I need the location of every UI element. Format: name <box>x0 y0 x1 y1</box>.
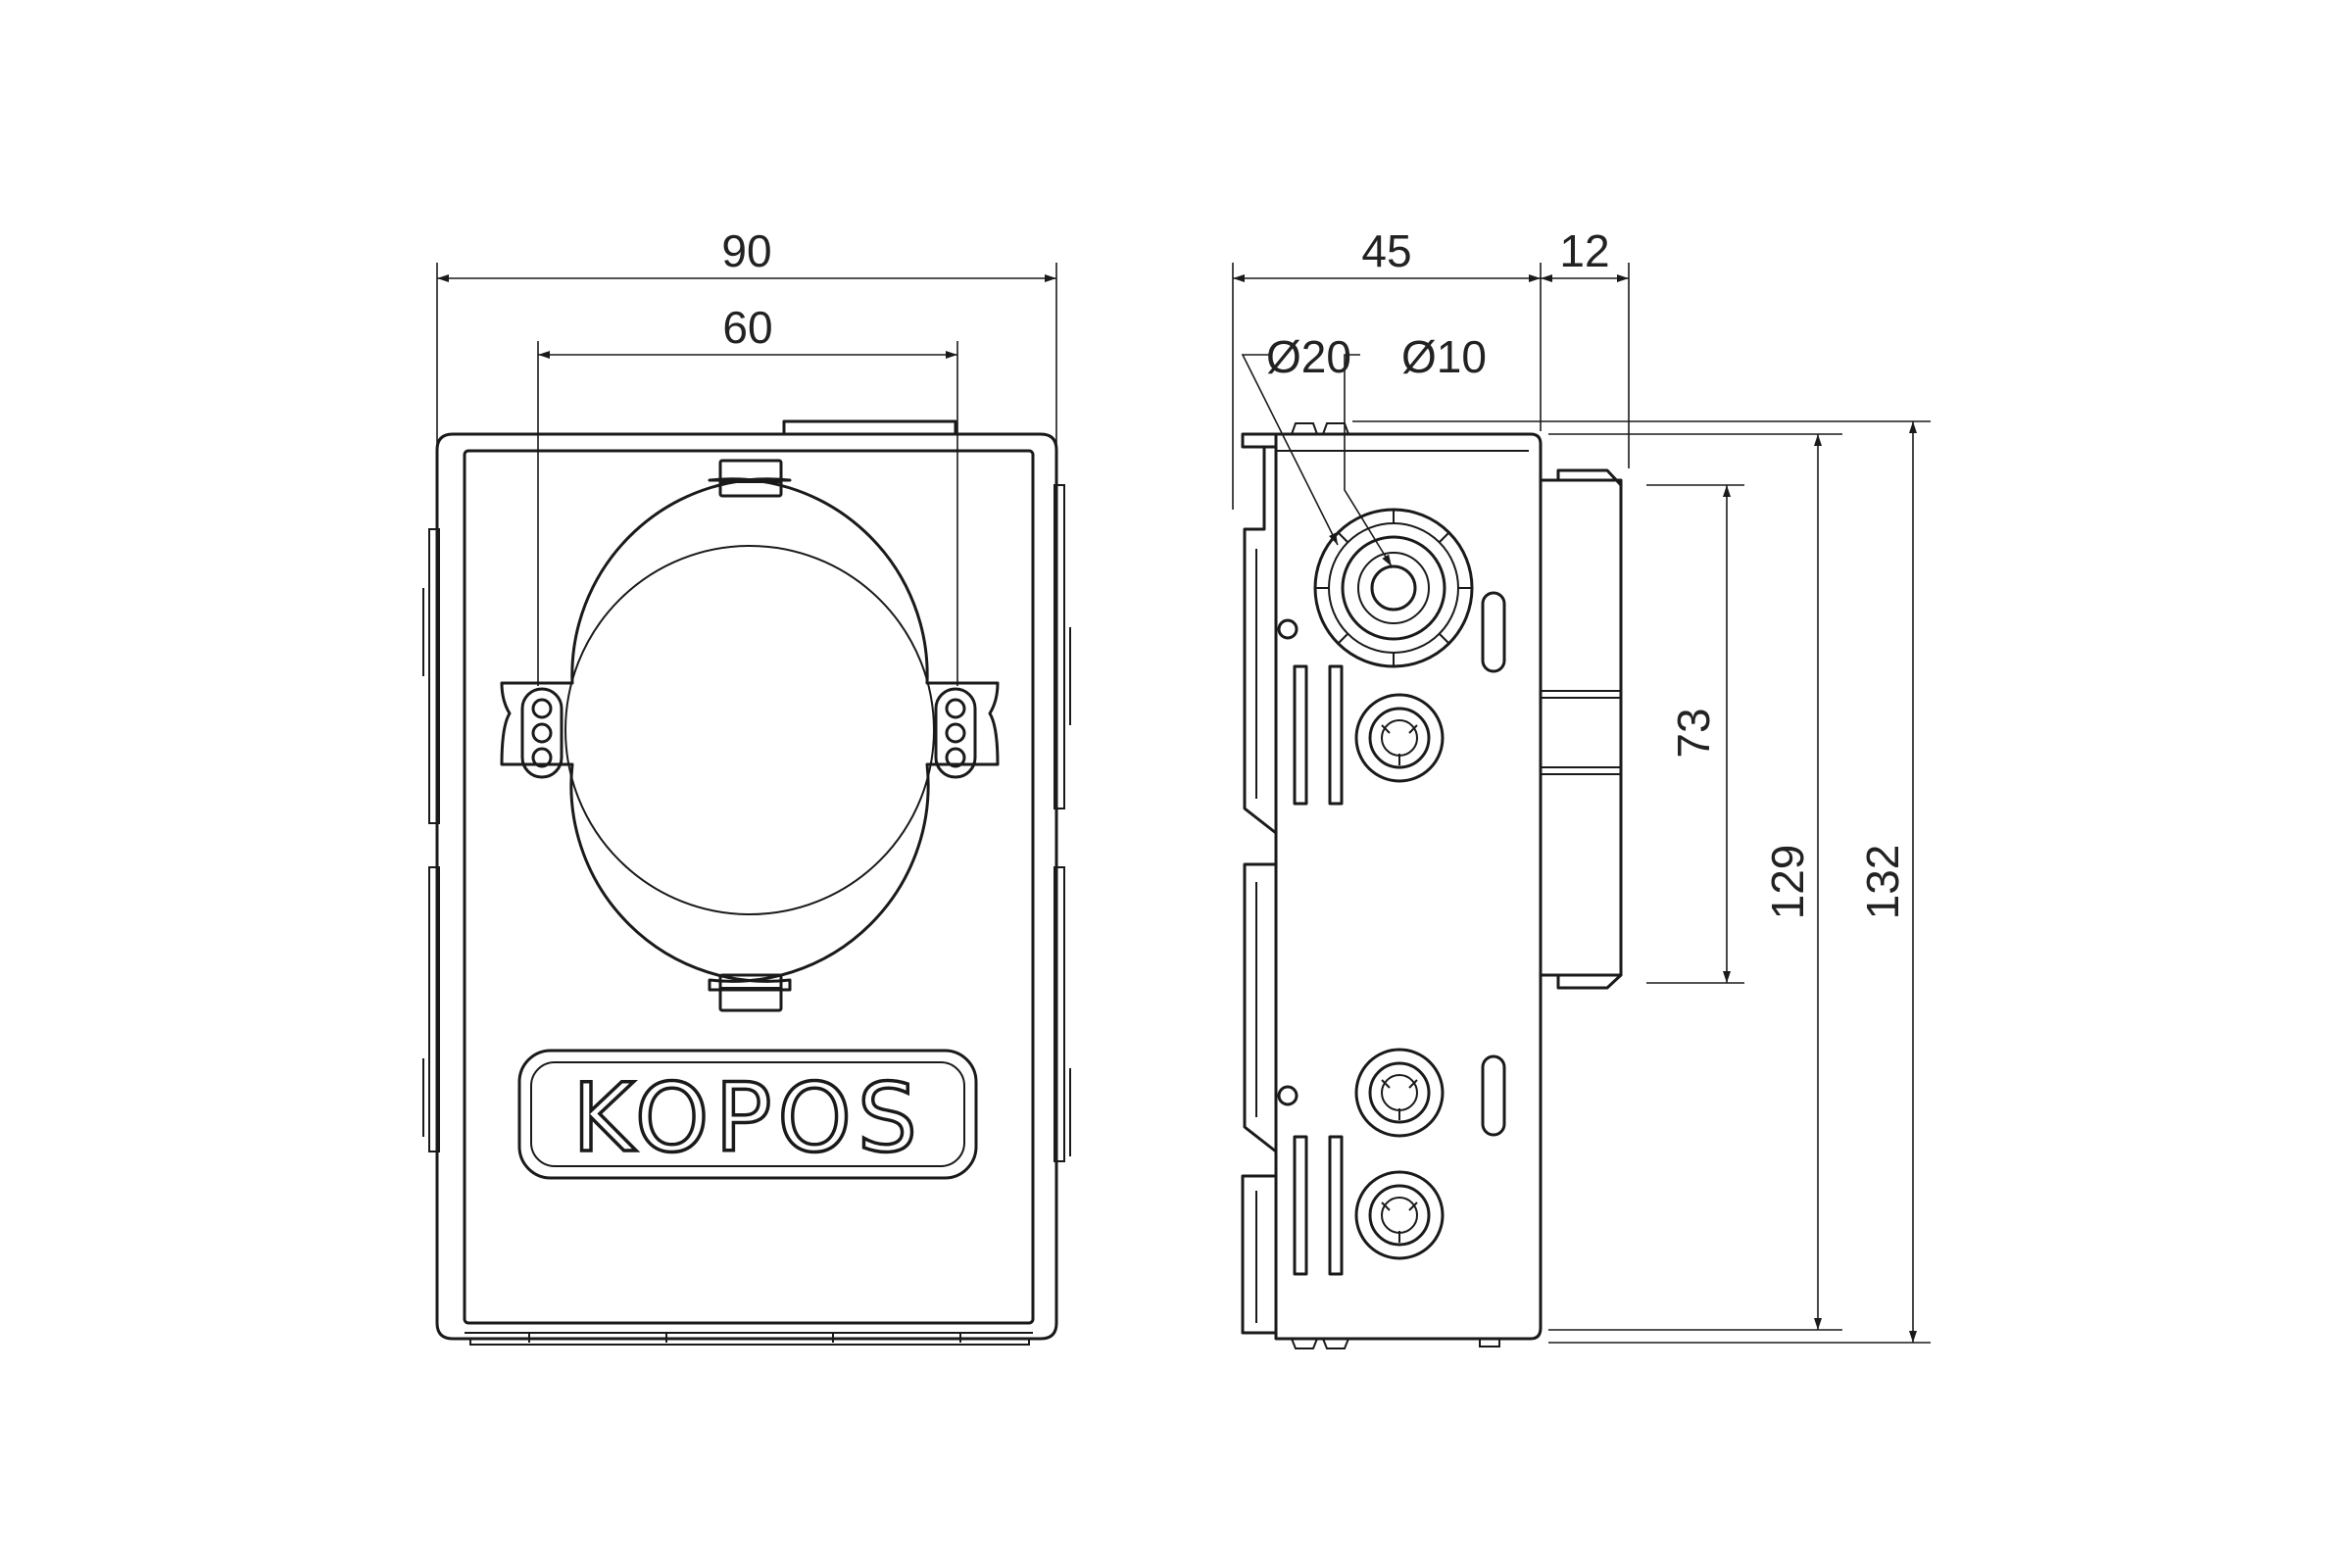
front-top-tab <box>782 419 957 436</box>
dim-label-132: 132 <box>1857 845 1908 920</box>
knockout-large <box>1313 508 1474 668</box>
knockout-small-3 <box>1354 1170 1445 1260</box>
dimension-129: 129 <box>1762 434 1822 1330</box>
dim-label-129: 129 <box>1762 845 1813 920</box>
side-bottom-nubs <box>1291 1338 1500 1349</box>
dim-label-45: 45 <box>1361 225 1411 276</box>
side-view: Ø20 Ø10 45 12 73 <box>1232 225 1931 1349</box>
vertical-extension-lines <box>1352 420 1931 1344</box>
front-view: KOPOS 90 60 <box>422 225 1071 1346</box>
front-bottom-ticks <box>528 1333 961 1343</box>
logo-plate: KOPOS <box>517 1049 978 1180</box>
side-right-flange <box>1539 468 1623 990</box>
dim-label-73: 73 <box>1668 708 1719 758</box>
logo-text: KOPOS <box>572 1063 923 1173</box>
knockout-small-2 <box>1354 1048 1445 1138</box>
dimension-73: 73 <box>1668 485 1731 983</box>
dim-label-60: 60 <box>722 302 772 353</box>
dimension-60: 60 <box>537 302 958 686</box>
side-top-nubs <box>1291 422 1349 435</box>
dim-label-dia10: Ø10 <box>1401 331 1487 382</box>
screw-holes-left <box>520 687 564 779</box>
dimension-45: 45 <box>1232 225 1542 510</box>
dimension-132: 132 <box>1857 421 1917 1343</box>
front-right-clips <box>1054 484 1071 1162</box>
dimension-12: 12 <box>1541 225 1630 468</box>
side-slots <box>1277 591 1506 1276</box>
side-left-rail <box>1241 432 1278 1335</box>
front-bottom-strip <box>465 1332 1033 1346</box>
front-inner-frame <box>463 449 1035 1325</box>
diameter-leaders: Ø20 Ø10 <box>1241 331 1487 567</box>
side-body-outline <box>1274 432 1543 1341</box>
knockout-small-1 <box>1354 693 1445 783</box>
front-left-clips <box>422 528 440 1152</box>
front-circular-opening <box>500 459 1000 1012</box>
dim-label-dia20: Ø20 <box>1266 331 1351 382</box>
dim-label-90: 90 <box>721 225 771 276</box>
front-outer-outline <box>435 432 1058 1341</box>
screw-holes-right <box>934 687 977 779</box>
dimension-90: 90 <box>436 225 1057 510</box>
dim-label-12: 12 <box>1559 225 1609 276</box>
